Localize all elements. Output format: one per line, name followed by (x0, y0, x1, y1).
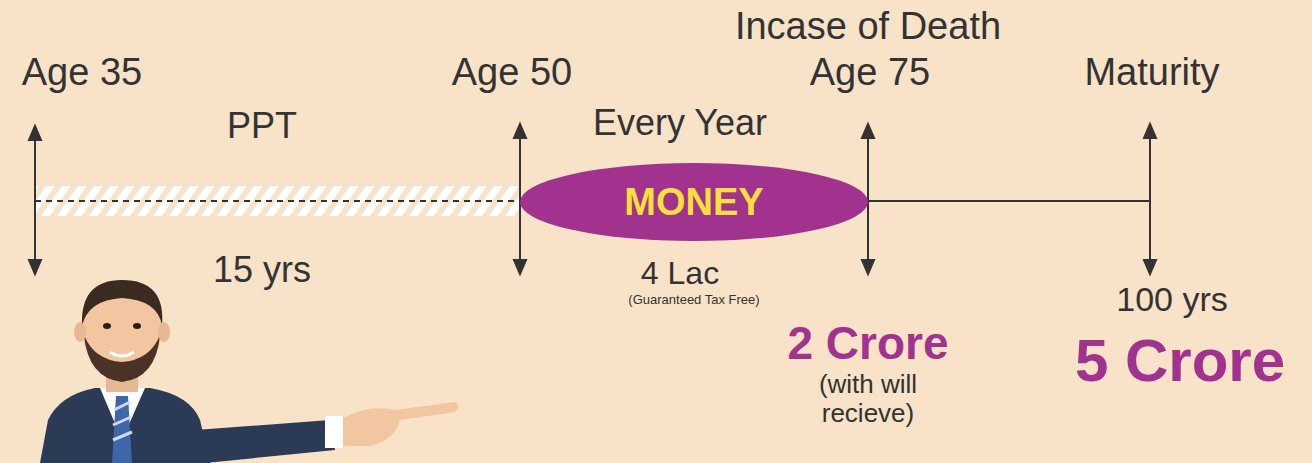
note-label: (with will recieve) (783, 370, 953, 427)
term-label: PPT (227, 106, 297, 146)
age-label: Age 35 (22, 52, 142, 94)
dashed-line (35, 200, 520, 202)
maturity-amount: 5 Crore (1075, 328, 1285, 394)
age-label: 100 yrs (1116, 281, 1228, 318)
age-label: Age 50 (452, 52, 572, 94)
death-benefit: 2 Crore (787, 318, 948, 369)
hatched-band (35, 186, 520, 216)
age-label: Age 75 (810, 52, 930, 94)
duration-label: 15 yrs (213, 250, 311, 290)
payout-label: Every Year (593, 103, 767, 143)
maturity-label: Maturity (1084, 52, 1219, 94)
timeline-line (868, 200, 1150, 202)
amount-label: 4 Lac (641, 256, 719, 291)
node-text: MONEY (520, 181, 868, 224)
money-ellipse: MONEY (520, 163, 868, 241)
note-label: (Guaranteed Tax Free) (628, 293, 759, 307)
businessman-illustration (40, 280, 459, 463)
event-label: Incase of Death (735, 6, 1001, 48)
vertical-arrows (29, 124, 1156, 274)
